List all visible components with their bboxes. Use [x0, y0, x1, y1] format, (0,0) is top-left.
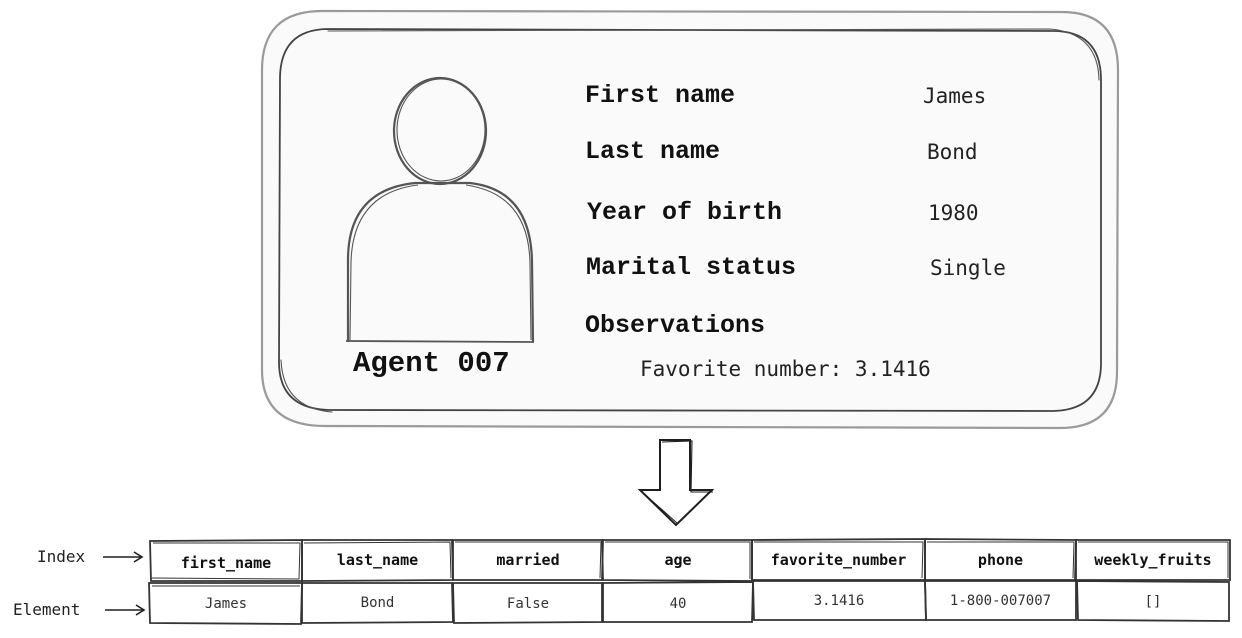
cell-age: 40	[669, 595, 687, 612]
observations-text: Favorite number: 3.1416	[640, 357, 931, 381]
index-label: Index	[37, 547, 86, 566]
observations-label: Observations	[585, 311, 766, 340]
right-arrow-icon	[103, 551, 146, 616]
person-silhouette-icon	[345, 76, 535, 343]
down-arrow-icon	[637, 439, 715, 527]
field-value-marital-status: Single	[930, 256, 1006, 280]
element-label: Element	[13, 600, 81, 619]
profile-card-frame	[260, 9, 1120, 430]
table-element-boxes	[148, 580, 1230, 625]
field-value-year-of-birth: 1980	[928, 201, 979, 225]
column-header-weekly-fruits: weekly_fruits	[1094, 551, 1212, 569]
column-header-phone: phone	[977, 551, 1024, 569]
field-label-year-of-birth: Year of birth	[587, 198, 783, 227]
cell-phone: 1-800-007007	[949, 592, 1052, 609]
agent-name: Agent 007	[353, 347, 510, 380]
column-header-favorite-number: favorite_number	[770, 551, 907, 569]
column-header-last-name: last_name	[336, 551, 419, 569]
field-label-first-name: First name	[585, 81, 736, 110]
cell-married: False	[506, 595, 550, 612]
column-header-age: age	[664, 551, 692, 569]
cell-favorite-number: 3.1416	[813, 592, 865, 609]
cell-weekly-fruits: []	[1144, 593, 1162, 610]
column-header-married: married	[496, 551, 560, 569]
field-value-first-name: James	[923, 84, 987, 108]
cell-last-name: Bond	[360, 594, 395, 611]
field-value-last-name: Bond	[927, 140, 978, 164]
field-label-last-name: Last name	[585, 137, 721, 166]
cell-first-name: James	[204, 595, 248, 612]
field-label-marital-status: Marital status	[586, 253, 797, 282]
table-header-boxes	[149, 538, 1231, 582]
column-header-first-name: first_name	[180, 554, 272, 572]
